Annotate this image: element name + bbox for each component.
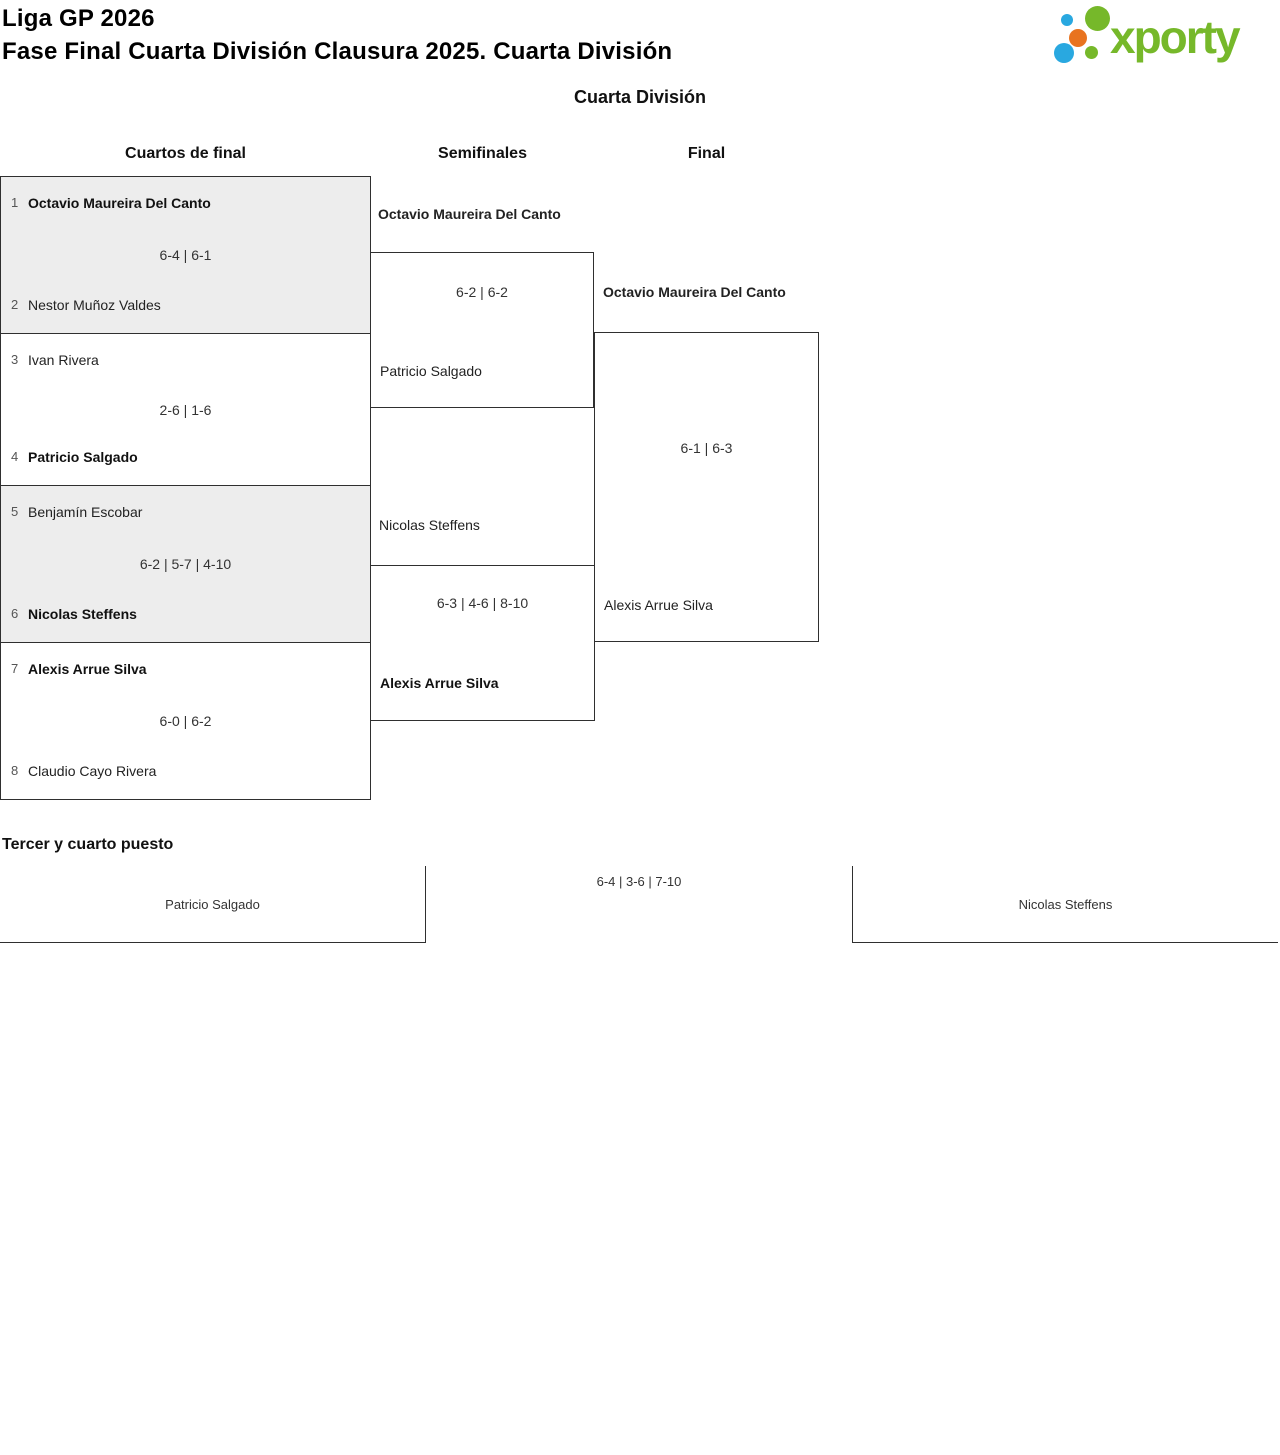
page-subtitle: Fase Final Cuarta División Clausura 2025… (2, 38, 673, 65)
player-name: Patricio Salgado (380, 363, 482, 379)
logo-dot-green-small (1085, 46, 1098, 59)
player-name: Alexis Arrue Silva (28, 661, 147, 677)
player-name: Alexis Arrue Silva (604, 597, 713, 613)
qf-match-3[interactable]: 5 Benjamín Escobar 6-2 | 5-7 | 4-10 6 Ni… (0, 485, 371, 643)
third-place-player1-box[interactable]: Patricio Salgado (0, 866, 426, 943)
page-title: Liga GP 2026 (2, 5, 155, 32)
match-score: 2-6 | 1-6 (159, 401, 212, 418)
player-slot: 2 Nestor Muñoz Valdes (1, 295, 370, 315)
qf-match-1[interactable]: 1 Octavio Maureira Del Canto 6-4 | 6-1 2… (0, 176, 371, 334)
seed-number: 4 (11, 449, 19, 464)
sf-match-2[interactable]: 6-3 | 4-6 | 8-10 Alexis Arrue Silva (370, 565, 595, 721)
seed-number: 3 (11, 352, 19, 367)
logo-dot-blue-small (1061, 14, 1073, 26)
player-name: Nicolas Steffens (28, 606, 137, 622)
player-slot: 5 Benjamín Escobar (1, 502, 370, 522)
qf-match-4[interactable]: 7 Alexis Arrue Silva 6-0 | 6-2 8 Claudio… (0, 642, 371, 800)
round-header-final: Final (687, 145, 726, 162)
player-name: Octavio Maureira Del Canto (28, 195, 211, 211)
seed-number: 5 (11, 504, 19, 519)
player-slot: 4 Patricio Salgado (1, 447, 370, 467)
group-title: Cuarta División (573, 87, 707, 107)
match-score: 6-1 | 6-3 (680, 440, 733, 456)
xporty-logo[interactable]: xporty (1050, 0, 1280, 72)
match-score: 6-4 | 3-6 | 7-10 (596, 874, 682, 889)
qf-match-2[interactable]: 3 Ivan Rivera 2-6 | 1-6 4 Patricio Salga… (0, 333, 371, 486)
player-name: Alexis Arrue Silva (380, 675, 499, 691)
seed-number: 2 (11, 297, 19, 312)
final-match[interactable]: 6-1 | 6-3 Alexis Arrue Silva (594, 332, 819, 642)
match-score: 6-4 | 6-1 (159, 247, 212, 263)
player-slot: 3 Ivan Rivera (1, 350, 370, 370)
third-place-player2-box[interactable]: Nicolas Steffens (852, 866, 1278, 943)
round-header-semifinales: Semifinales (438, 145, 527, 162)
player-slot: 1 Octavio Maureira Del Canto (1, 193, 370, 213)
seed-number: 1 (11, 195, 19, 210)
player-name: Nestor Muñoz Valdes (28, 297, 161, 313)
player-slot: 8 Claudio Cayo Rivera (1, 761, 370, 781)
player-name: Patricio Salgado (165, 896, 260, 912)
sf-match-1[interactable]: 6-2 | 6-2 Patricio Salgado (370, 252, 594, 408)
player-name: Octavio Maureira Del Canto (378, 206, 561, 222)
seed-number: 8 (11, 763, 19, 778)
logo-dot-orange (1069, 29, 1087, 47)
player-name: Ivan Rivera (28, 352, 99, 368)
match-score: 6-3 | 4-6 | 8-10 (436, 595, 529, 611)
match-score: 6-2 | 5-7 | 4-10 (139, 556, 232, 572)
round-header-cuartos: Cuartos de final (125, 145, 246, 162)
xporty-logo-text: xporty (1110, 11, 1241, 63)
player-name: Nicolas Steffens (1018, 896, 1113, 912)
player-name: Octavio Maureira Del Canto (603, 284, 786, 300)
seed-number: 7 (11, 661, 19, 676)
seed-number: 6 (11, 606, 19, 621)
player-name: Nicolas Steffens (379, 517, 480, 533)
third-place-title: Tercer y cuarto puesto (2, 836, 174, 853)
player-slot: 6 Nicolas Steffens (1, 604, 370, 624)
player-slot: 7 Alexis Arrue Silva (1, 659, 370, 679)
player-name: Patricio Salgado (28, 449, 138, 465)
player-name: Claudio Cayo Rivera (28, 763, 157, 779)
match-score: 6-0 | 6-2 (159, 713, 212, 729)
match-score: 6-2 | 6-2 (456, 284, 508, 300)
player-name: Benjamín Escobar (28, 504, 143, 520)
logo-dot-blue-large (1054, 43, 1074, 63)
logo-dot-green-large (1085, 6, 1110, 31)
